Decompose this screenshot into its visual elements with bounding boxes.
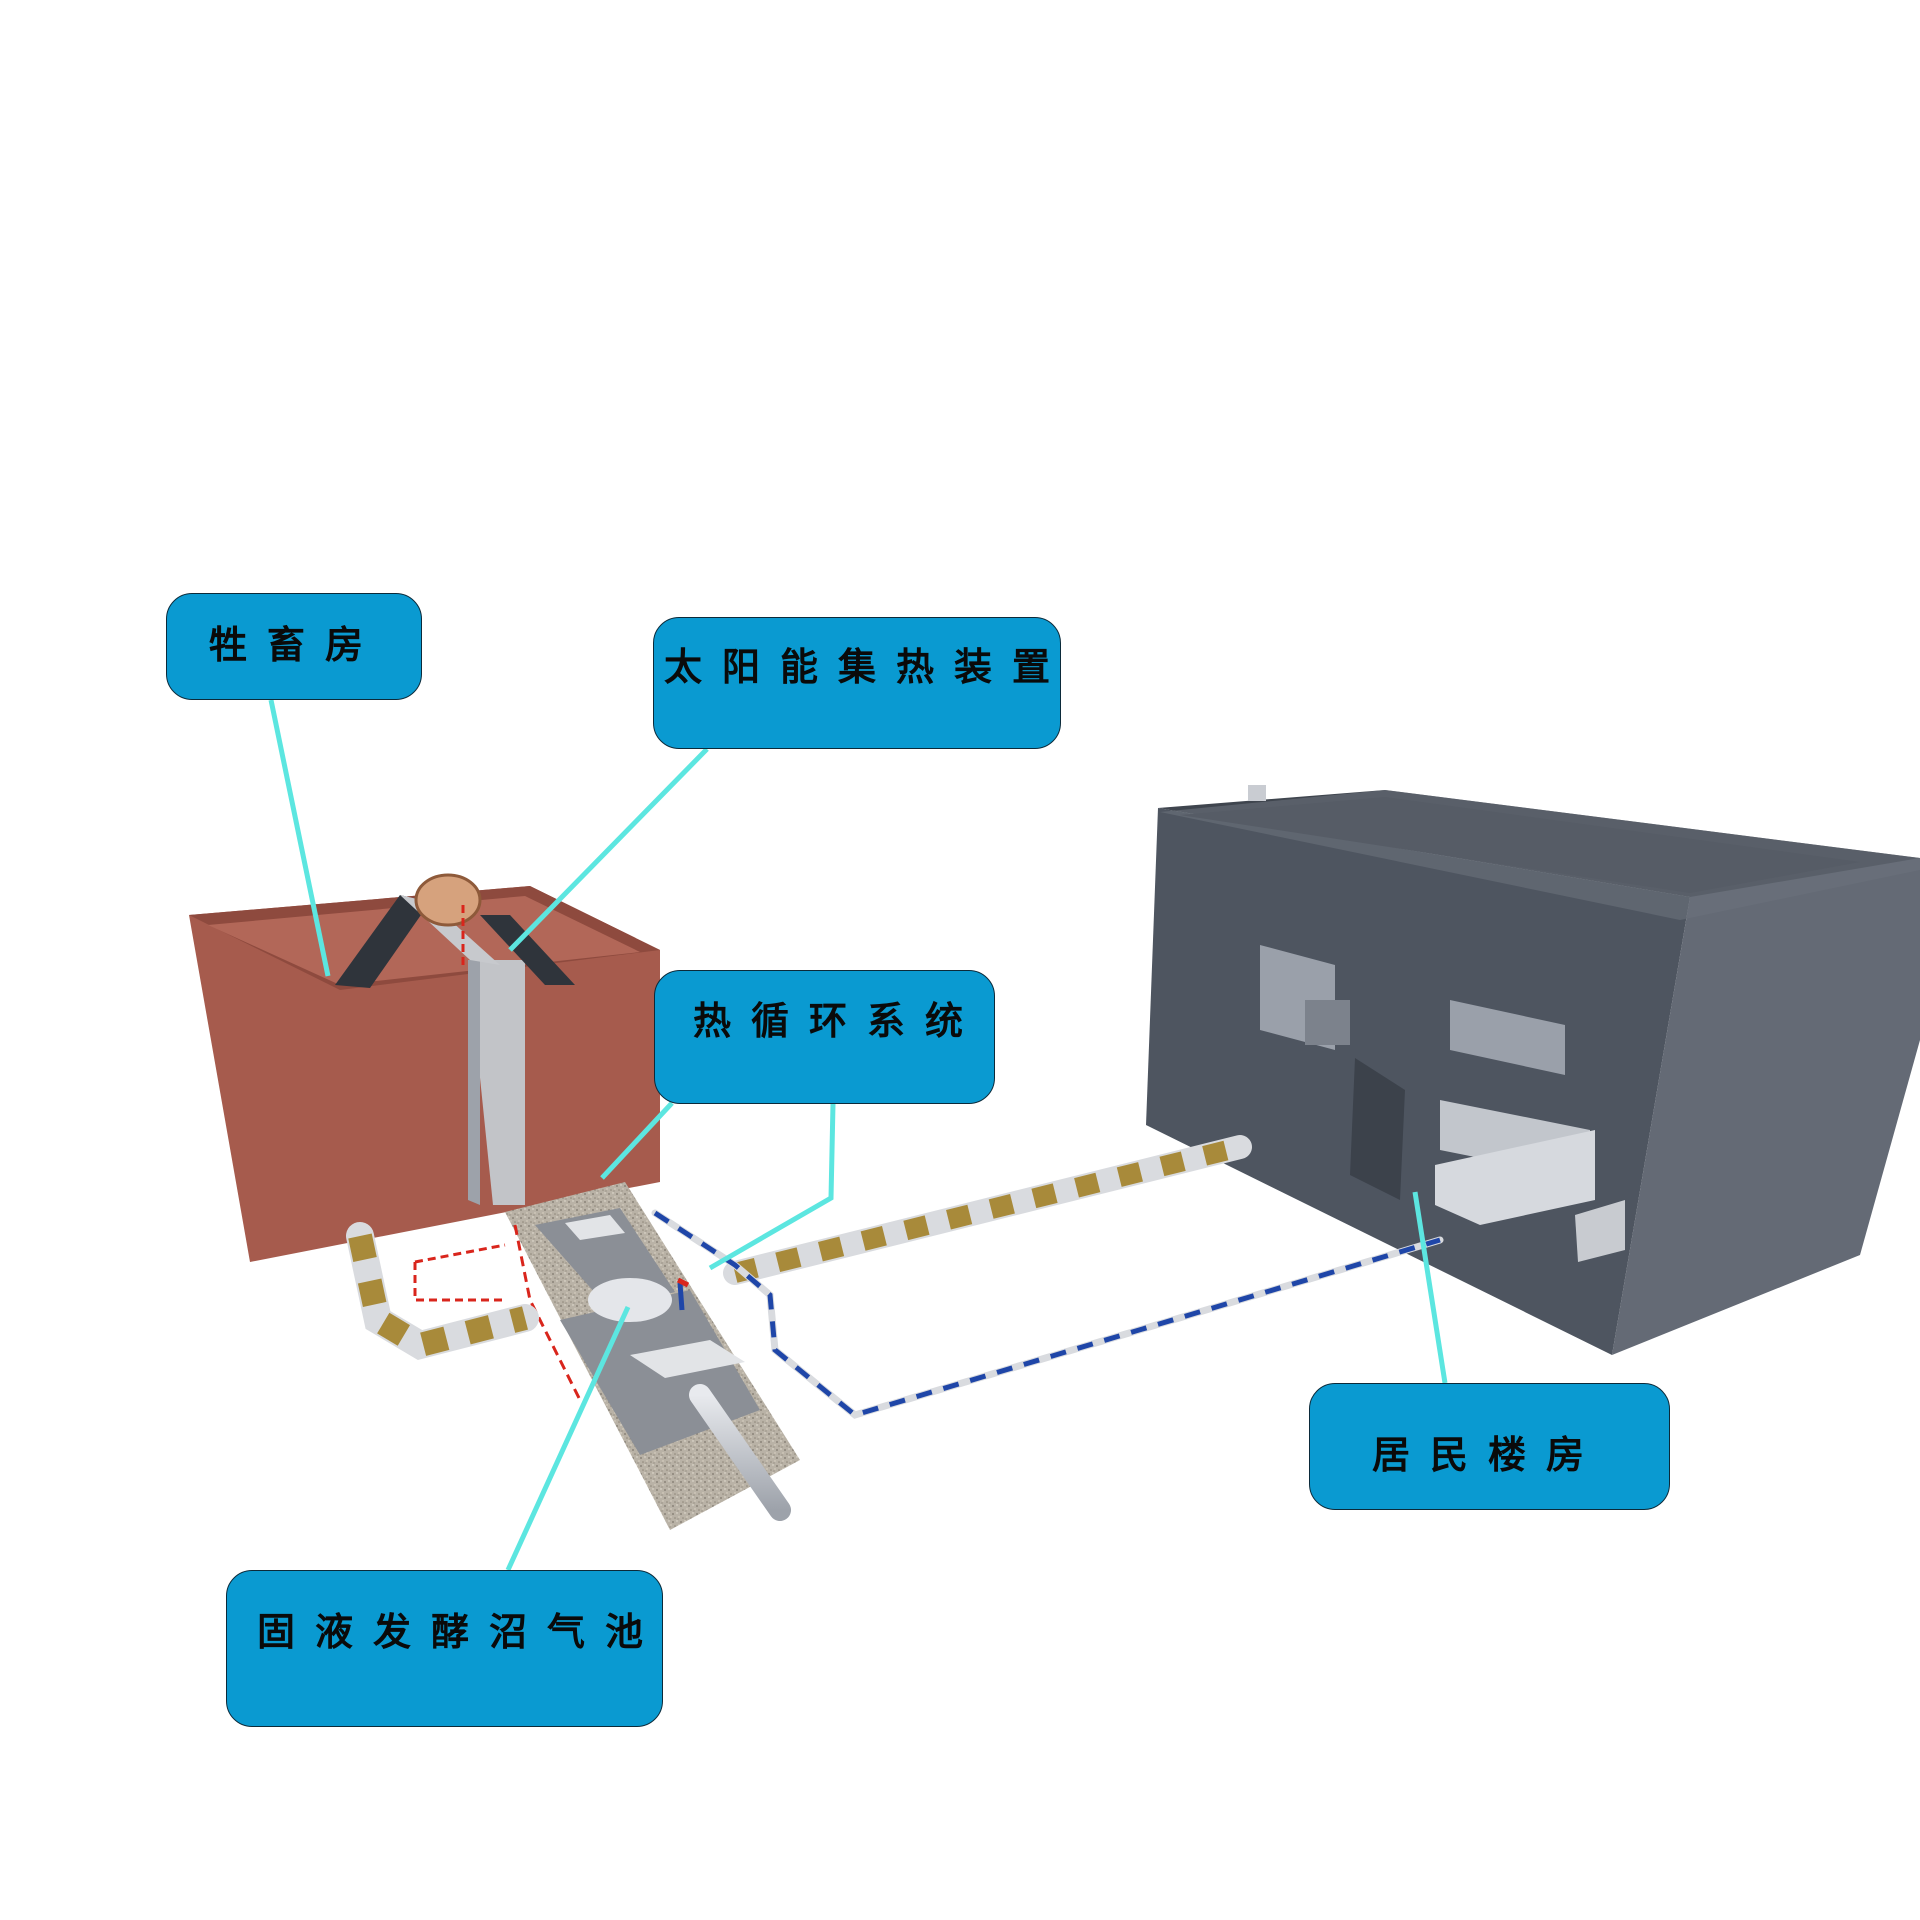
- label-text-solar-collector: 太阳能集热装置: [664, 636, 1070, 691]
- leader-line-biogas: [508, 1307, 628, 1570]
- label-livestock-house: 牲畜房: [166, 593, 422, 700]
- label-biogas-digester: 固液发酵沼气池: [226, 1570, 663, 1727]
- leader-line-solar: [510, 749, 707, 950]
- label-solar-collector: 太阳能集热装置: [653, 617, 1061, 749]
- label-text-residential-building: 居民楼房: [1372, 1424, 1604, 1479]
- label-text-heat-circulation: 热循环系统: [693, 990, 983, 1045]
- label-heat-circulation: 热循环系统: [654, 970, 995, 1104]
- label-text-biogas-digester: 固液发酵沼气池: [257, 1601, 663, 1656]
- residential-building: [1146, 785, 1920, 1355]
- label-text-livestock-house: 牲畜房: [209, 614, 383, 669]
- label-residential-building: 居民楼房: [1309, 1383, 1670, 1510]
